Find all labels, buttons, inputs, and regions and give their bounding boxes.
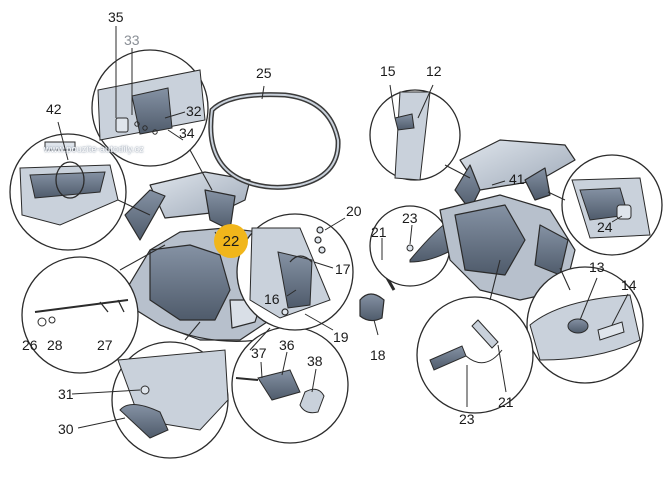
label-13: 13 <box>589 259 605 275</box>
label-41: 41 <box>509 171 525 187</box>
label-37: 37 <box>251 345 267 361</box>
label-24: 24 <box>597 219 613 235</box>
label-23-lower: 23 <box>459 411 475 427</box>
detail-circle-42 <box>9 133 127 251</box>
label-32: 32 <box>186 103 202 119</box>
detail-circle-37-38 <box>231 326 349 444</box>
watermark-text: www.pouzite-autodily.cz <box>44 144 144 154</box>
detail-circle-pillar <box>369 89 461 181</box>
label-38: 38 <box>307 353 323 369</box>
label-36: 36 <box>279 337 295 353</box>
label-17: 17 <box>335 261 351 277</box>
trunk-seal-25 <box>208 92 341 190</box>
label-30: 30 <box>58 421 74 437</box>
label-27: 27 <box>97 337 113 353</box>
label-33: 33 <box>124 32 140 48</box>
label-14: 14 <box>621 277 637 293</box>
detail-circle-latch <box>236 213 354 331</box>
label-42: 42 <box>46 101 62 117</box>
detail-circle-24 <box>561 154 663 256</box>
highlight-callout-22: 22 <box>214 224 248 258</box>
part-18 <box>359 293 385 322</box>
label-28: 28 <box>47 337 63 353</box>
label-21-lower: 21 <box>498 394 514 410</box>
detail-circle-cable <box>416 296 534 414</box>
label-19: 19 <box>333 329 349 345</box>
label-21-upper: 21 <box>371 224 387 240</box>
label-31: 31 <box>58 386 74 402</box>
label-35: 35 <box>108 9 124 25</box>
label-18: 18 <box>370 347 386 363</box>
leader-lines <box>57 26 629 429</box>
detail-circle-23 <box>369 205 453 287</box>
label-25: 25 <box>256 65 272 81</box>
detail-circle-handle <box>111 341 229 459</box>
label-23-upper: 23 <box>402 210 418 226</box>
label-34: 34 <box>179 125 195 141</box>
label-16: 16 <box>264 291 280 307</box>
label-26: 26 <box>22 337 38 353</box>
label-12: 12 <box>426 63 442 79</box>
detail-circle-rod <box>21 256 139 374</box>
detail-circle-13-14 <box>526 266 644 384</box>
label-20: 20 <box>346 203 362 219</box>
label-15: 15 <box>380 63 396 79</box>
